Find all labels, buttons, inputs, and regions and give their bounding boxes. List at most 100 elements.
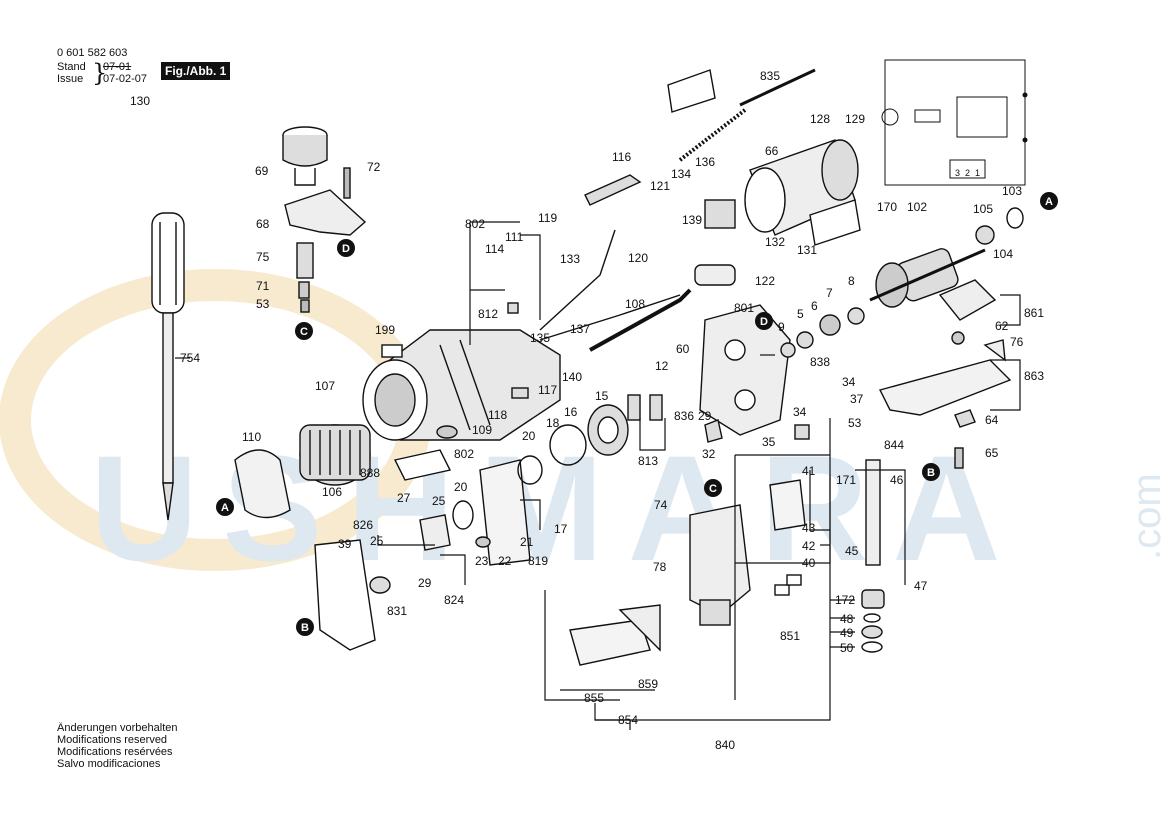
- issue-value: 07-02-07: [103, 73, 148, 85]
- part-label: 48: [840, 612, 854, 626]
- mounting-plate-icon: [314, 539, 376, 651]
- part-label: 129: [845, 112, 865, 126]
- washer-icon: [1006, 207, 1024, 229]
- part-label: 111: [505, 230, 524, 244]
- part-label: 18: [546, 416, 560, 430]
- terminal-label: 1: [975, 168, 980, 178]
- part-label: 43: [802, 521, 816, 535]
- figure-badge: Fig./Abb. 1: [161, 62, 231, 80]
- gear-housing-icon: [699, 304, 791, 436]
- part-label: 71: [256, 279, 270, 293]
- leader-lines: [175, 221, 1021, 730]
- part-label: 109: [472, 423, 492, 437]
- marker-b-label: B: [301, 622, 309, 634]
- cable-sleeve-icon: [678, 108, 747, 162]
- stand-value: 07-01: [103, 61, 132, 73]
- part-label: 139: [682, 213, 702, 227]
- part-label: 863: [1024, 369, 1044, 383]
- marker-b-left: B: [296, 618, 314, 636]
- part-label: 69: [255, 164, 269, 178]
- part-label: 754: [180, 351, 200, 365]
- part-label: 34: [842, 375, 856, 389]
- part-label: 15: [595, 389, 609, 403]
- part-label: 45: [845, 544, 859, 558]
- part-label: 199: [375, 323, 395, 337]
- part-label: 116: [612, 150, 631, 164]
- part-label: 46: [890, 473, 904, 487]
- marker-c-mid: C: [704, 479, 722, 497]
- part-label: 838: [810, 355, 830, 369]
- nameplate-icon: [809, 199, 861, 246]
- issue-label: Issue: [57, 73, 84, 85]
- gearbox-housing-icon: [689, 504, 751, 626]
- bearing-icon: [975, 225, 995, 245]
- spring-icon: [298, 281, 310, 299]
- part-label: 16: [564, 405, 578, 419]
- part-label: 60: [676, 342, 690, 356]
- cap-icon: [794, 424, 810, 440]
- part-label: 119: [538, 211, 557, 225]
- plunger-rod-icon: [865, 459, 881, 566]
- wire-icon: [539, 294, 681, 341]
- washer-50-icon: [861, 641, 883, 653]
- part-label: 110: [242, 430, 261, 444]
- part-label: 21: [520, 535, 534, 549]
- part-label: 140: [562, 370, 582, 384]
- label-icon: [381, 344, 403, 358]
- part-label: 824: [444, 593, 464, 607]
- ring-25-icon: [452, 500, 474, 530]
- part-label: 64: [985, 413, 999, 427]
- watermark-text: USHMARA: [90, 424, 1025, 592]
- part-label: 78: [653, 560, 667, 574]
- bearing-813a-icon: [627, 394, 641, 421]
- part-label: 812: [478, 307, 498, 321]
- part-label: 53: [848, 416, 862, 430]
- marker-b-right: B: [922, 463, 940, 481]
- part-label: 118: [488, 408, 507, 422]
- part-label: 108: [625, 297, 645, 311]
- marker-c-left: C: [295, 322, 313, 340]
- ring-icon: [549, 424, 587, 466]
- marker-c-label-2: C: [709, 483, 717, 495]
- part-label: 53: [256, 297, 270, 311]
- part-label: 859: [638, 677, 658, 691]
- eccentric-icon: [419, 514, 451, 551]
- label-plate-icon: [667, 69, 716, 113]
- part-label: 120: [628, 251, 648, 265]
- part-label: 835: [760, 69, 780, 83]
- part-label: 41: [802, 464, 816, 478]
- marker-a-label: A: [1045, 196, 1053, 208]
- part-label: 801: [734, 301, 754, 315]
- bearing-6-icon: [819, 314, 841, 336]
- part-label: 27: [397, 491, 411, 505]
- capacitor-icon: [694, 264, 736, 286]
- part-label-layer: 130 835 128 129 66 116 136 134 121 139 1…: [130, 69, 1044, 752]
- resistor-icon: [914, 109, 941, 123]
- part-label: 836: [674, 409, 694, 423]
- part-label: 47: [914, 579, 928, 593]
- part-label: 75: [256, 250, 270, 264]
- part-label: 25: [432, 494, 446, 508]
- marker-a-left: A: [216, 498, 234, 516]
- roller-assembly-icon: [569, 619, 651, 666]
- part-label: 107: [315, 379, 335, 393]
- part-label: 840: [715, 738, 735, 752]
- switch-icon: [704, 199, 736, 229]
- part-label: 8: [848, 274, 855, 288]
- lever-32-icon: [704, 419, 723, 443]
- part-label: 49: [840, 626, 854, 640]
- part-label: 137: [570, 322, 590, 336]
- bearing-7-icon: [847, 307, 865, 325]
- part-label: 106: [322, 485, 342, 499]
- part-label: 17: [554, 522, 568, 536]
- part-label: 50: [840, 641, 854, 655]
- bearing-831-icon: [369, 576, 391, 594]
- part-label: 802: [465, 217, 485, 231]
- knob-icon: [282, 126, 328, 186]
- part-label: 105: [973, 202, 993, 216]
- ring-20-icon: [517, 455, 543, 485]
- stand-label: Stand: [57, 61, 86, 73]
- terminal-label: 2: [965, 168, 970, 178]
- fan-guard-icon: [234, 449, 291, 519]
